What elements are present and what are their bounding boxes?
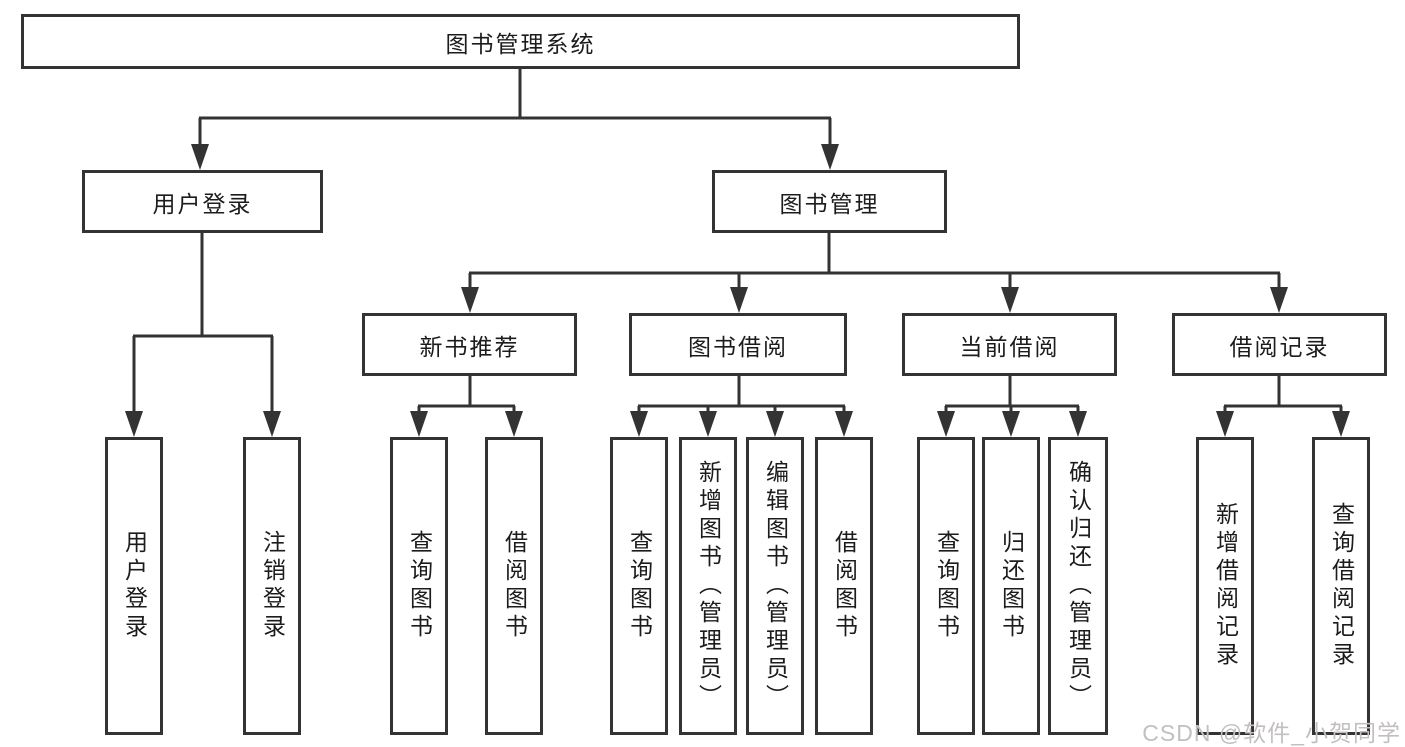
- node-label: 借阅图书: [831, 530, 858, 642]
- node-label: 查询图书: [626, 530, 653, 642]
- node-current-borrowing: 当前借阅: [902, 313, 1117, 376]
- leaf-confirm-return-admin: 确认归还（管理员）: [1048, 437, 1108, 735]
- node-user-login: 用户登录: [82, 170, 323, 233]
- node-label: 查询图书: [406, 530, 433, 642]
- node-label: 编辑图书（管理员）: [762, 460, 789, 712]
- connector-lines: [132, 69, 1343, 414]
- leaf-return-books: 归还图书: [982, 437, 1040, 735]
- node-label: 当前借阅: [959, 333, 1060, 360]
- watermark: CSDN @软件_小贺同学: [1142, 720, 1401, 746]
- node-label: 借阅记录: [1229, 333, 1330, 360]
- node-book-borrowing: 图书借阅: [629, 313, 847, 376]
- leaf-query-books-current: 查询图书: [917, 437, 975, 735]
- leaf-borrow-books: 借阅图书: [815, 437, 873, 735]
- node-label: 注销登录: [259, 530, 286, 642]
- leaf-query-books-newbook: 查询图书: [390, 437, 448, 735]
- node-label: 用户登录: [121, 530, 148, 642]
- node-label: 借阅图书: [501, 530, 528, 642]
- leaf-logout: 注销登录: [243, 437, 301, 735]
- node-label: 图书管理系统: [445, 30, 596, 57]
- node-label: 图书借阅: [688, 333, 788, 360]
- node-book-management: 图书管理: [712, 170, 947, 233]
- node-label: 查询图书: [933, 530, 960, 642]
- node-label: 新书推荐: [419, 333, 520, 360]
- node-new-book-recommend: 新书推荐: [362, 313, 577, 376]
- node-label: 查询借阅记录: [1328, 502, 1355, 670]
- leaf-borrow-books-newbook: 借阅图书: [485, 437, 543, 735]
- arrowheads: [125, 144, 1350, 437]
- node-label: 新增图书（管理员）: [695, 460, 722, 712]
- node-label: 新增借阅记录: [1212, 502, 1239, 670]
- leaf-edit-books-admin: 编辑图书（管理员）: [746, 437, 804, 735]
- node-root-system: 图书管理系统: [21, 14, 1020, 69]
- node-borrowing-records: 借阅记录: [1172, 313, 1387, 376]
- node-label: 确认归还（管理员）: [1065, 460, 1092, 712]
- leaf-query-borrow-record: 查询借阅记录: [1312, 437, 1370, 735]
- node-label: 图书管理: [779, 190, 880, 217]
- leaf-add-books-admin: 新增图书（管理员）: [679, 437, 737, 735]
- leaf-add-borrow-record: 新增借阅记录: [1196, 437, 1254, 735]
- node-label: 用户登录: [152, 190, 253, 217]
- leaf-query-books-borrow: 查询图书: [610, 437, 668, 735]
- leaf-user-login: 用户登录: [105, 437, 163, 735]
- node-label: 归还图书: [998, 530, 1025, 642]
